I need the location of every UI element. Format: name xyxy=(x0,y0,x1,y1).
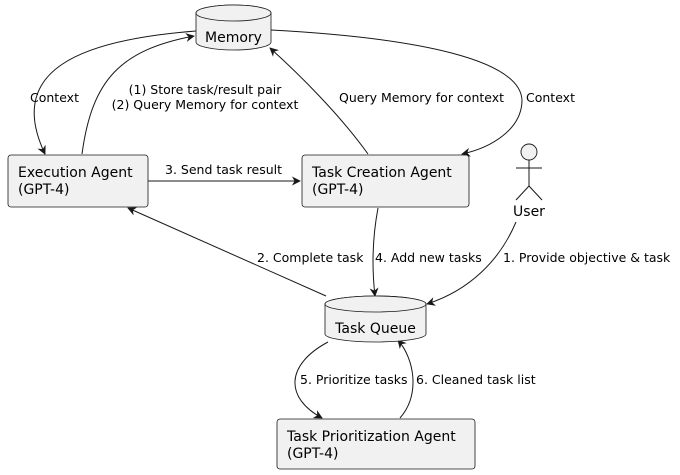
execution-agent-model: (GPT-4) xyxy=(18,182,69,198)
edge-creation-to-memory xyxy=(269,47,369,155)
edge-creation-to-queue xyxy=(369,207,379,297)
edge-memory-to-execution xyxy=(33,30,197,155)
label-execution-to-creation: 3. Send task result xyxy=(165,162,282,177)
task-creation-agent-title: Task Creation Agent xyxy=(311,165,452,181)
task-creation-agent-node: Task Creation Agent (GPT-4) xyxy=(301,154,470,208)
user-label: User xyxy=(513,204,545,220)
edge-queue-to-execution xyxy=(127,207,327,297)
label-user-to-queue: 1. Provide objective & task xyxy=(503,250,671,265)
label-memory-to-creation: Context xyxy=(526,90,575,105)
execution-agent-title: Execution Agent xyxy=(18,165,133,181)
task-prioritization-agent-model: (GPT-4) xyxy=(287,446,338,462)
memory-label: Memory xyxy=(205,30,262,46)
edge-queue-to-prioritization xyxy=(294,341,329,419)
edge-memory-to-creation xyxy=(270,29,523,157)
label-prioritization-to-queue: 6. Cleaned task list xyxy=(416,372,536,387)
execution-agent-node: Execution Agent (GPT-4) xyxy=(7,154,149,208)
label-creation-to-queue: 4. Add new tasks xyxy=(375,250,482,265)
label-queue-to-prioritization: 5. Prioritize tasks xyxy=(300,372,408,387)
task-queue-database: Task Queue xyxy=(324,295,427,343)
memory-database: Memory xyxy=(195,4,272,51)
user-actor: User xyxy=(513,143,545,220)
edge-execution-to-memory xyxy=(81,33,195,155)
label-queue-to-execution: 2. Complete task xyxy=(257,250,364,265)
edge-user-to-queue xyxy=(426,221,517,306)
task-creation-agent-model: (GPT-4) xyxy=(312,182,363,198)
label-execution-to-memory-1: (1) Store task/result pair xyxy=(129,82,283,97)
label-memory-to-execution: Context xyxy=(30,90,79,105)
label-execution-to-memory-2: (2) Query Memory for context xyxy=(112,97,299,112)
edge-prioritization-to-queue xyxy=(397,339,414,419)
task-queue-label: Task Queue xyxy=(334,321,416,337)
label-creation-to-memory: Query Memory for context xyxy=(339,90,504,105)
task-prioritization-agent-node: Task Prioritization Agent (GPT-4) xyxy=(276,418,476,470)
task-prioritization-agent-title: Task Prioritization Agent xyxy=(286,429,456,445)
